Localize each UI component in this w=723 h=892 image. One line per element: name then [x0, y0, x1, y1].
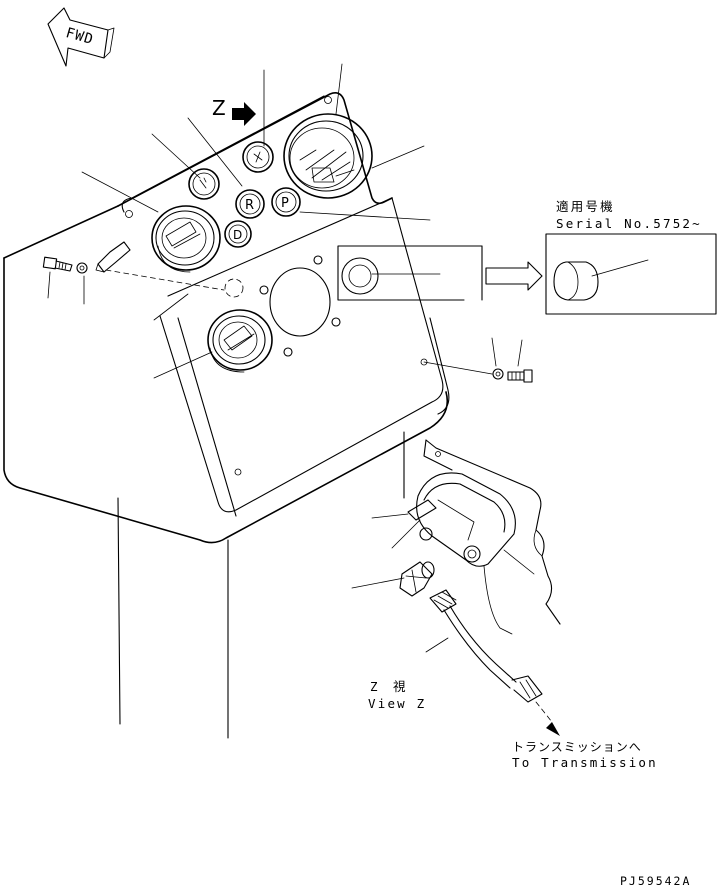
view-z-bracket	[423, 439, 561, 625]
to-transmission-arrowhead	[546, 722, 560, 736]
view-z-speed-cable	[429, 589, 560, 736]
serial-callout-box	[545, 233, 717, 315]
indicator-small-left	[188, 168, 220, 200]
cap-plug-callout	[337, 245, 483, 301]
view-z-en: View Z	[368, 696, 427, 711]
leader-lines	[47, 63, 523, 379]
indicator-r-mark: R	[245, 198, 254, 213]
drawing-code: PJ59542A	[620, 874, 692, 888]
applicable-serial-jp: 適用号機	[556, 199, 615, 214]
transfer-arrow	[485, 261, 543, 291]
view-z-leaders	[351, 513, 449, 653]
view-z-elbow-connector	[399, 561, 435, 597]
view-z-sensor	[391, 472, 535, 635]
gauge-large-left	[151, 205, 221, 273]
indicator-d-mark: D	[233, 228, 242, 242]
fwd-arrow	[47, 7, 115, 67]
indicator-dashed	[224, 278, 244, 298]
right-bolt	[423, 361, 533, 383]
to-transmission-jp: トランスミッションへ	[512, 740, 642, 754]
indicator-r: R	[235, 189, 265, 219]
indicator-d: D	[224, 220, 252, 248]
indicator-p-mark: P	[281, 196, 289, 211]
panel-housing	[3, 92, 450, 739]
z-arrow	[232, 102, 256, 126]
applicable-serial-en: Serial No.5752~	[556, 216, 702, 231]
view-z-jp: Z 視	[370, 679, 410, 694]
panel-holes	[259, 255, 341, 357]
gauge-large-lower	[207, 309, 273, 373]
indicator-top	[242, 141, 274, 173]
gauge-large-right	[283, 113, 373, 199]
left-bolt	[42, 256, 88, 274]
left-connector	[95, 241, 225, 291]
to-transmission-en: To Transmission	[512, 755, 658, 770]
indicator-p: P	[271, 187, 301, 217]
z-marker-label: Z	[212, 96, 226, 120]
